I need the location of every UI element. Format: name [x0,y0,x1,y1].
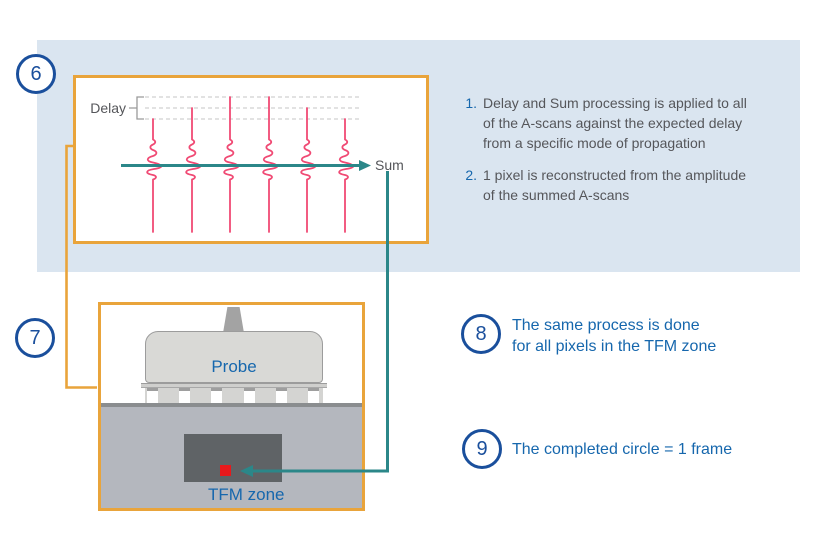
probe-elements-strip [145,388,323,403]
sum-arrowhead-icon [359,160,371,171]
probe-element-carrier [141,383,327,388]
ascan-svg: Delay Sum [90,96,404,233]
note-1-text: Delay and Sum processing is applied to a… [483,93,747,153]
ascan-waveform [223,96,240,233]
probe-label: Probe [211,357,257,376]
ascan-waveform [146,118,163,233]
step9-number: 9 [476,438,488,460]
note-1-line-2: of the A-scans against the expected dela… [483,115,743,131]
test-material: TFM zone [101,403,362,508]
tfm-zone-label: TFM zone [208,485,285,504]
note-2-line-2: of the summed A-scans [483,187,630,203]
delay-gridlines [145,96,362,120]
step7-number: 7 [29,327,41,349]
delay-label: Delay [90,100,126,116]
ascan-panel: Delay Sum [73,75,429,244]
note-2-line-1: 1 pixel is reconstructed from the amplit… [483,167,747,183]
probe-element [179,388,191,403]
note-item-2: 2. 1 pixel is reconstructed from the amp… [462,165,762,205]
step8-circle: 8 [461,314,501,354]
step6-circle: 6 [16,54,56,94]
step7-circle: 7 [15,318,55,358]
sum-label: Sum [375,157,404,173]
ascan-waveform [300,107,317,233]
note-item-1: 1. Delay and Sum processing is applied t… [462,93,762,153]
probe-cable-icon [223,307,244,333]
probe-body: Probe [145,331,323,383]
probe-element [211,388,223,403]
step6-number: 6 [30,63,42,85]
step8-line-2: for all pixels in the TFM zone [512,338,717,355]
note-1-line-1: Delay and Sum processing is applied to a… [483,95,747,111]
probe-panel: Probe TFM zone [98,302,365,511]
step9-caption: The completed circle = 1 frame [512,441,733,458]
probe-element [147,388,158,403]
note-2-text: 1 pixel is reconstructed from the amplit… [483,165,746,205]
ascan-waveform [185,107,202,233]
probe-element [275,388,287,403]
note-1-line-3: from a specific mode of propagation [483,135,706,151]
step8-caption: The same process is done for all pixels … [512,315,716,357]
notes-list: 1. Delay and Sum processing is applied t… [462,93,762,217]
step9-circle: 9 [462,429,502,469]
note-2-number: 2. [465,167,477,183]
probe-element [243,388,255,403]
tfm-zone-rect [184,434,282,482]
step8-number: 8 [475,323,487,345]
ascan-waveform [338,118,355,233]
reconstructed-pixel [220,465,231,476]
probe-element [308,388,319,403]
step8-line-1: The same process is done [512,317,700,334]
delay-bracket-icon [129,96,144,120]
note-1-number: 1. [465,95,477,111]
